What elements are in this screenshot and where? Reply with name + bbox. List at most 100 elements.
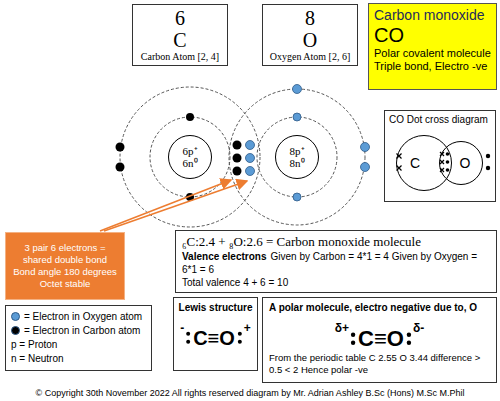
legend-row: = Electron in Oxygen atom: [11, 310, 146, 324]
partial-charge: δ-: [413, 322, 424, 334]
element-symbol: O: [265, 29, 355, 51]
carbon-electron: [116, 143, 125, 152]
lone-pair-dot: [238, 340, 242, 344]
dot-cross-dot: [446, 152, 450, 156]
leader-arrow: [104, 181, 247, 231]
leader-arrow: [100, 180, 231, 231]
legend-row: n = Neutron: [11, 352, 146, 366]
circle-outline: [276, 136, 319, 179]
nucleus: 8p⁺8n⁰: [275, 135, 319, 179]
dot-cross-dot: [446, 160, 450, 164]
carbon-electron: [233, 167, 242, 176]
nucleus: 6p⁺6n⁰: [168, 135, 212, 179]
carbon-electron: [116, 163, 125, 172]
structural-formula: C≡O: [349, 322, 413, 352]
oxygen-electron: [293, 193, 301, 201]
equation-box: ₆C:2.4 + ₈O:2.6 = Carbon monoxide molecu…: [175, 230, 497, 293]
electron-shell: [257, 117, 337, 197]
carbon-electron: [186, 113, 194, 121]
oxygen-electron: [246, 167, 255, 176]
charge: -: [180, 322, 184, 334]
molecule-name: Carbon monoxide: [374, 7, 491, 24]
leader-arrow: [100, 180, 247, 231]
dot-cross-dot: [486, 154, 490, 158]
diagram-title: CO Dot cross diagram: [389, 114, 491, 126]
equation-total: Total valence 4 + 6 = 10: [182, 276, 490, 289]
atom-label: Carbon Atom [2, 4]: [135, 51, 225, 63]
dot-cross-dot: [446, 152, 490, 172]
circle-outline: [169, 136, 212, 179]
atomic-number: 8: [265, 7, 355, 29]
carbon-electron: [233, 154, 242, 163]
box-heading: A polar molecule, electro negative due t…: [269, 301, 490, 314]
lone-pair-dot: [351, 333, 355, 337]
legend-box: = Electron in Oxygen atom = Electron in C…: [5, 305, 152, 371]
dot-cross-box: CO Dot cross diagramC O: [384, 110, 496, 202]
electron-shell: [229, 89, 365, 225]
atom-label: Oxygen Atom [2, 6]: [265, 51, 355, 63]
formula-row: δ+C≡Oδ-: [269, 322, 490, 352]
nucleus-count: 8n⁰: [290, 157, 305, 169]
lone-pair-dot: [238, 332, 242, 336]
dot-cross-dot: [486, 166, 490, 170]
equation-line: Valence electronsGiven by Carbon = 4*1 =…: [182, 250, 490, 276]
legend-text: p = Proton: [11, 339, 57, 350]
oxygen-electron: [246, 85, 370, 202]
atomic-number: 6: [135, 7, 225, 29]
legend-text: = Electron in Carbon atom: [24, 325, 140, 336]
circle-outline: [440, 142, 483, 185]
equation: ₆C:2.4 + ₈O:2.6 = Carbon monoxide molecu…: [182, 234, 490, 250]
carbon-electron: [233, 141, 242, 150]
bold-label: Valence electrons: [182, 251, 267, 262]
lone-pair-dot: [407, 341, 411, 345]
legend-text: n = Neutron: [11, 353, 64, 364]
callout-box: 3 pair 6 electrons = shared double bond …: [5, 232, 125, 300]
carbon-electron: [116, 113, 242, 201]
circle-label: C: [410, 155, 420, 171]
nucleus-count: 6n⁰: [183, 157, 198, 169]
polarity-box: A polar molecule, electro negative due t…: [262, 297, 497, 383]
note: From the periodic table C 2.55 O 3.44 di…: [269, 352, 490, 376]
lone-pair-dot: [186, 332, 190, 336]
legend-text: = Electron in Oxygen atom: [24, 311, 142, 322]
legend-row: = Electron in Carbon atom: [11, 324, 146, 338]
oxygen-electron: [246, 141, 255, 150]
copyright-caption: © Copyright 30th November 2022 All right…: [0, 388, 500, 399]
nucleus-count: 8p⁺: [290, 145, 305, 157]
charge: +: [244, 322, 251, 334]
circle-label: O: [460, 155, 471, 171]
element-box: 6CCarbon Atom [2, 4]: [132, 4, 228, 66]
legend-swatch: [11, 326, 20, 335]
legend-swatch: [11, 312, 20, 321]
partial-charge: δ+: [335, 322, 349, 334]
element-box: 8OOxygen Atom [2, 6]: [262, 4, 358, 66]
element-symbol: C: [135, 29, 225, 51]
oxygen-electron: [293, 85, 302, 94]
structural-formula: C≡O: [184, 322, 244, 350]
dot-cross-electron: [397, 152, 445, 172]
atom-circle: C: [396, 135, 452, 191]
lone-pair-dot: [351, 341, 355, 345]
electron-shell: [120, 87, 260, 227]
circle-outline: [396, 135, 452, 191]
oxygen-electron: [361, 143, 370, 152]
oxygen-electron: [361, 163, 370, 172]
molecule-formula: CO: [374, 24, 491, 47]
nucleus-count: 6p⁺: [183, 145, 198, 157]
legend-row: p = Proton: [11, 338, 146, 352]
oxygen-electron: [246, 154, 255, 163]
oxygen-electron: [293, 113, 301, 121]
box-heading: Lewis structure: [177, 301, 254, 314]
lone-pair-dot: [407, 333, 411, 337]
description: Polar covalent molecule Triple bond, Ele…: [374, 47, 491, 73]
dot-cross-dot: [446, 168, 450, 172]
circle-outline: [397, 136, 452, 191]
callout-text: 3 pair 6 electrons = shared double bond …: [11, 242, 119, 290]
electron-shell: [120, 87, 365, 227]
title-box: Carbon monoxideCOPolar covalent molecule…: [368, 3, 497, 90]
lewis-box: Lewis structure -C≡O+: [173, 297, 258, 371]
lone-pair-dot: [186, 340, 190, 344]
formula-row: -C≡O+: [177, 322, 254, 350]
atom-circle: O: [439, 141, 483, 185]
